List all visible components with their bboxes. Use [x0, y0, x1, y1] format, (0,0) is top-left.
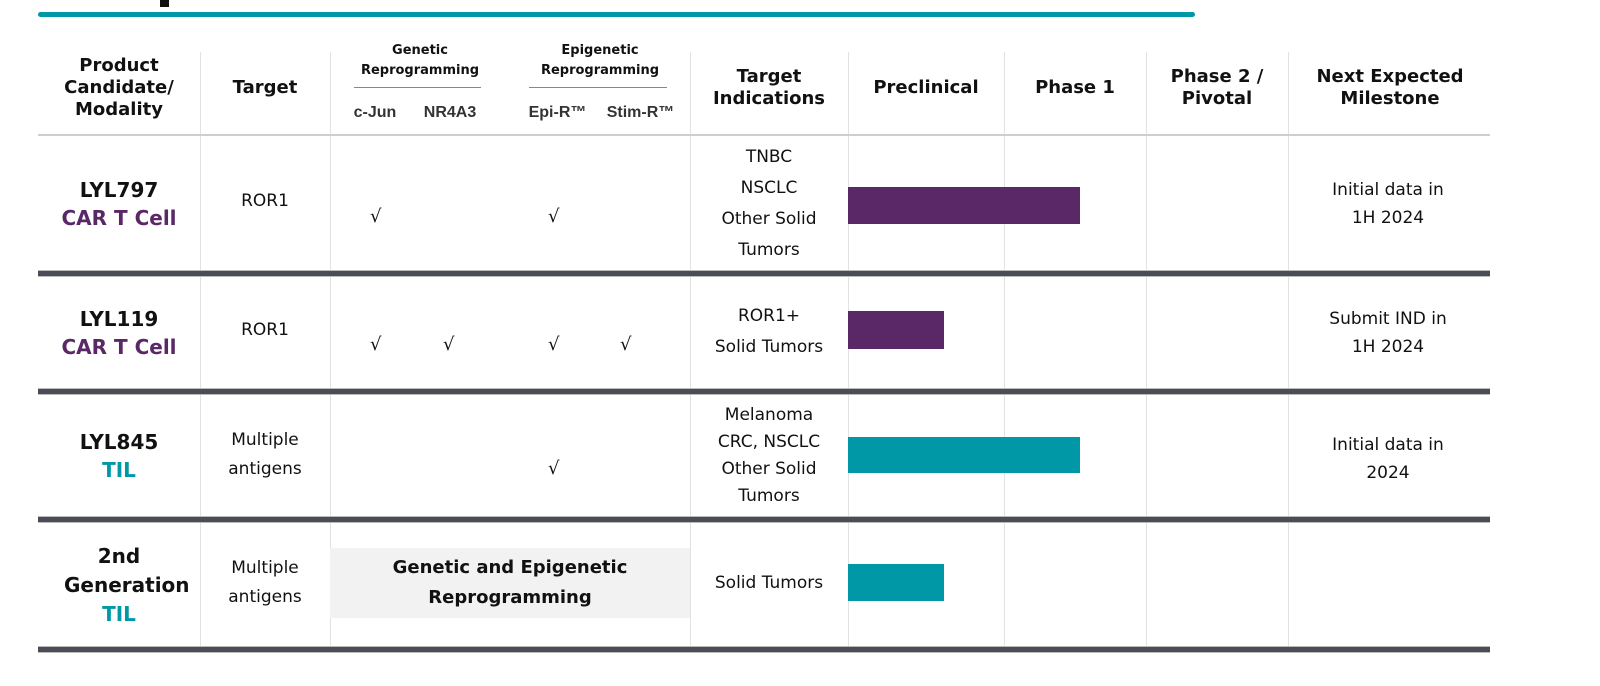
progress-bar: [848, 187, 1080, 224]
indication: ROR1+: [737, 306, 801, 326]
progress-bar: [848, 437, 1080, 473]
title-underline: [38, 12, 1195, 17]
indication: Solid Tumors: [714, 337, 824, 357]
header-product: Product Candidate/ Modality: [64, 54, 174, 120]
header-stimr: Stim-R™: [606, 104, 675, 121]
target: ROR1: [241, 320, 289, 340]
indication: CRC, NSCLC: [717, 432, 821, 452]
indication: Melanoma: [724, 405, 814, 425]
header-cjun: c-Jun: [353, 104, 397, 121]
column-divider: [200, 52, 201, 648]
milestone-line: Initial data in: [1332, 435, 1444, 455]
modality: CAR T Cell: [61, 206, 177, 230]
product-name: LYL797: [79, 178, 159, 202]
product-name: 2nd Generation: [64, 543, 190, 597]
header-phase2: Phase 2 / Pivotal: [1170, 65, 1264, 109]
column-divider: [690, 52, 691, 648]
check-icon: √: [443, 334, 455, 355]
header-nr4a3: NR4A3: [423, 104, 477, 121]
milestone-line: 1H 2024: [1351, 337, 1425, 357]
indication: Other Solid: [721, 209, 817, 229]
column-divider: [330, 52, 331, 648]
milestone: Submit IND in 1H 2024: [1288, 302, 1488, 364]
header-epir: Epi-R™: [528, 104, 587, 121]
column-divider: [1004, 52, 1005, 648]
header-milestone: Next Expected Milestone: [1316, 65, 1464, 109]
row-divider: [38, 270, 1490, 277]
milestone: Initial data in 1H 2024: [1288, 172, 1488, 236]
progress-bar: [848, 564, 944, 601]
header-epigenetic: Epigenetic Reprogramming: [540, 43, 660, 78]
check-icon: √: [620, 334, 632, 355]
milestone: Initial data in 2024: [1288, 428, 1488, 490]
indications: ROR1+ Solid Tumors: [690, 300, 848, 364]
indication: Tumors: [738, 240, 800, 260]
header-preclinical: Preclinical: [873, 76, 979, 98]
modality: CAR T Cell: [61, 335, 177, 359]
header-phase1: Phase 1: [1035, 76, 1115, 98]
reprogramming-label: Genetic and Epigenetic Reprogramming: [392, 557, 628, 608]
check-icon: √: [370, 206, 382, 227]
header-divider: [529, 87, 667, 88]
header-target: Target: [232, 76, 298, 98]
modality: TIL: [102, 601, 136, 626]
check-icon: √: [548, 334, 560, 355]
target: ROR1: [241, 191, 289, 211]
check-icon: √: [548, 206, 560, 227]
row-divider: [38, 516, 1490, 523]
row-divider: [38, 646, 1490, 653]
milestone-line: Submit IND in: [1329, 309, 1447, 329]
check-icon: √: [548, 458, 560, 479]
target: Multiple antigens: [228, 558, 302, 607]
column-divider: [1288, 52, 1289, 648]
indications: Solid Tumors: [714, 573, 824, 593]
product-name: LYL119: [79, 307, 159, 331]
modality: TIL: [102, 458, 136, 482]
column-divider: [848, 52, 849, 648]
milestone-line: 1H 2024: [1351, 208, 1425, 228]
header-genetic: Genetic Reprogramming: [360, 43, 480, 78]
indication: TNBC: [745, 147, 793, 167]
header-rule: [38, 134, 1490, 136]
indication: Tumors: [738, 486, 800, 506]
header-divider: [354, 87, 481, 88]
indication: NSCLC: [740, 178, 798, 198]
reprogramming-cell: [330, 548, 690, 618]
row-divider: [38, 388, 1490, 395]
check-icon: √: [370, 334, 382, 355]
milestone-line: Initial data in: [1332, 180, 1444, 200]
title-fragment: [160, 0, 169, 7]
indication: Other Solid: [721, 459, 817, 479]
header-indications: Target Indications: [712, 65, 826, 109]
product-name: LYL845: [79, 430, 159, 454]
column-divider: [1146, 52, 1147, 648]
target: Multiple antigens: [228, 430, 302, 479]
progress-bar: [848, 311, 944, 349]
milestone-line: 2024: [1366, 463, 1410, 483]
